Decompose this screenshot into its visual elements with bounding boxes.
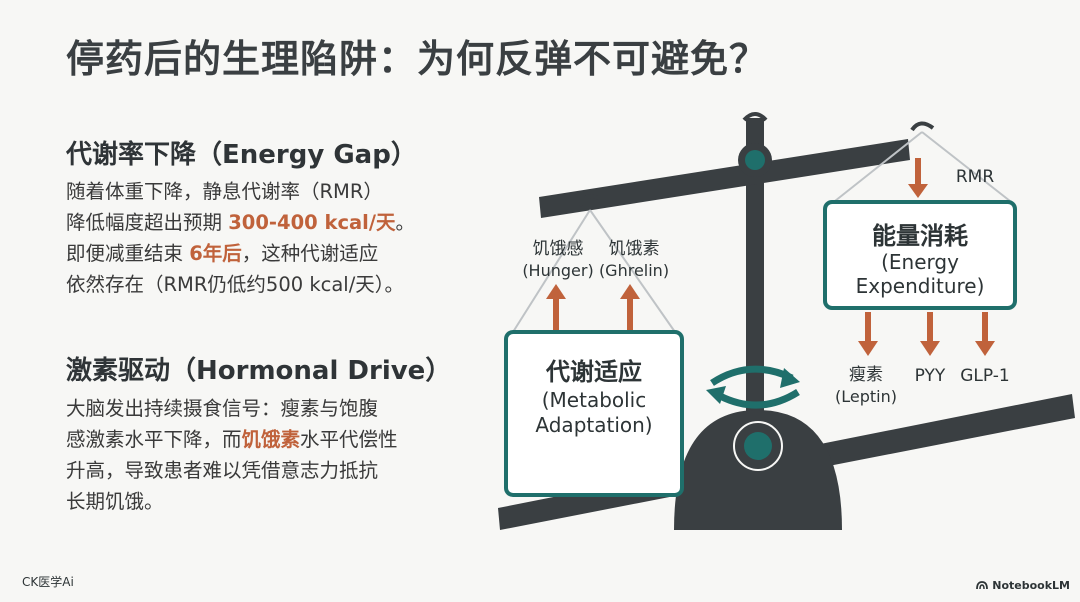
- right-hook: [910, 121, 935, 132]
- right-string-1: [834, 131, 923, 202]
- section-heading-energy-gap: 代谢率下降（Energy Gap）: [66, 140, 417, 170]
- energy-gap-line-2: 降低幅度超出预期 300-400 kcal/天。: [66, 207, 466, 238]
- hunger-label-en: (Hunger): [522, 261, 593, 280]
- page-title: 停药后的生理陷阱：为何反弹不可避免？: [66, 37, 769, 81]
- right-string-2: [921, 131, 1011, 202]
- left-string-1: [512, 209, 591, 333]
- left-box-sub-1: (Metabolic: [542, 388, 647, 412]
- hunger-label-zh: 饥饿感: [533, 239, 584, 259]
- notebooklm-logo-icon: [976, 581, 989, 590]
- leptin-arrow-head: [858, 341, 878, 356]
- text-span: 降低幅度超出预期: [66, 211, 229, 234]
- pyy-arrow-head: [920, 341, 940, 356]
- notebooklm-watermark: NotebookLM: [976, 579, 1070, 592]
- scale-pole: [746, 118, 764, 438]
- glp1-arrow-head: [975, 341, 995, 356]
- pole-cap: [742, 112, 768, 122]
- rmr-label: RMR: [956, 167, 994, 187]
- right-box-sub-2: Expenditure): [856, 274, 985, 298]
- metabolic-adaptation-box: [504, 330, 684, 497]
- six-years-highlight: 6年后: [189, 242, 242, 265]
- ghrelin-label-en: (Ghrelin): [599, 261, 669, 280]
- pyy-label: PYY: [915, 366, 946, 386]
- notebooklm-label: NotebookLM: [992, 579, 1070, 592]
- hunger-arrow-head: [546, 284, 566, 299]
- scale-beam: [539, 139, 910, 218]
- tilt-arrow-lower: [718, 389, 800, 409]
- right-box-sub-1: (Energy: [881, 250, 959, 274]
- hormonal-line-3: 升高，导致患者难以凭借意志力抵抗: [66, 459, 379, 482]
- rmr-drop-highlight: 300-400 kcal/天: [228, 211, 396, 234]
- leptin-label-zh: 瘦素: [849, 365, 883, 385]
- left-box-title: 代谢适应: [545, 358, 642, 386]
- energy-gap-text: 随着体重下降，静息代谢率（RMR） 降低幅度超出预期 300-400 kcal/…: [66, 176, 466, 300]
- text-span: 即便减重结束: [66, 242, 190, 265]
- energy-gap-line-4: 依然存在（RMR仍低约500 kcal/天）。: [66, 273, 405, 296]
- lower-pivot-center: [744, 432, 772, 460]
- left-string-2: [589, 209, 676, 333]
- upper-pivot-center: [745, 150, 765, 170]
- energy-expenditure-box: [823, 200, 1017, 310]
- footer-source-label: CK医学Ai: [22, 575, 74, 589]
- hormonal-line-2: 感激素水平下降，而饥饿素水平代偿性: [66, 424, 466, 455]
- left-hook: [578, 194, 599, 207]
- glp1-label: GLP-1: [960, 366, 1009, 386]
- text-span: ，这种代谢适应: [241, 242, 379, 265]
- left-box-sub-2: Adaptation): [535, 413, 652, 437]
- energy-gap-line-1: 随着体重下降，静息代谢率（RMR）: [66, 180, 383, 203]
- text-span: 感激素水平下降，而: [66, 428, 242, 451]
- right-box-title: 能量消耗: [872, 222, 968, 250]
- ghrelin-arrow-head: [620, 284, 640, 299]
- energy-gap-line-3: 即便减重结束 6年后，这种代谢适应: [66, 238, 466, 269]
- leptin-label-en: (Leptin): [835, 387, 897, 406]
- ghrelin-label-zh: 饥饿素: [609, 239, 660, 259]
- text-span: 水平代偿性: [300, 428, 398, 451]
- section-heading-hormonal-drive: 激素驱动（Hormonal Drive）: [66, 356, 452, 386]
- text-span: 。: [395, 211, 416, 234]
- hormonal-line-1: 大脑发出持续摄食信号：瘦素与饱腹: [66, 397, 379, 420]
- ghrelin-highlight: 饥饿素: [241, 428, 301, 451]
- tilt-arrow-upper-head: [780, 368, 800, 388]
- rmr-arrow-head: [908, 184, 928, 198]
- hormonal-drive-text: 大脑发出持续摄食信号：瘦素与饱腹 感激素水平下降，而饥饿素水平代偿性 升高，导致…: [66, 393, 466, 517]
- tilt-arrow-lower-head: [706, 386, 726, 404]
- hormonal-line-4: 长期饥饿。: [66, 490, 164, 513]
